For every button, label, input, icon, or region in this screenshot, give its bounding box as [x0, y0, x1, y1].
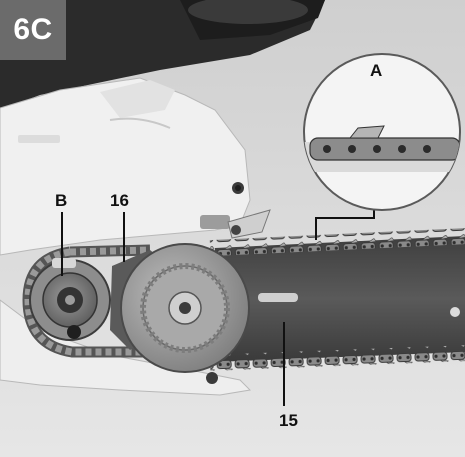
figure-badge: 6C: [0, 0, 66, 60]
callout-15: 15: [279, 411, 298, 430]
callout-a: A: [370, 61, 383, 80]
sprocket-icon: [29, 258, 111, 341]
magnifier-inset-icon: [303, 53, 461, 211]
chain-link-icon: [309, 125, 460, 161]
clutch-cover-icon: [120, 243, 250, 373]
callout-b: B: [55, 191, 68, 210]
callout-16: 16: [110, 191, 129, 210]
